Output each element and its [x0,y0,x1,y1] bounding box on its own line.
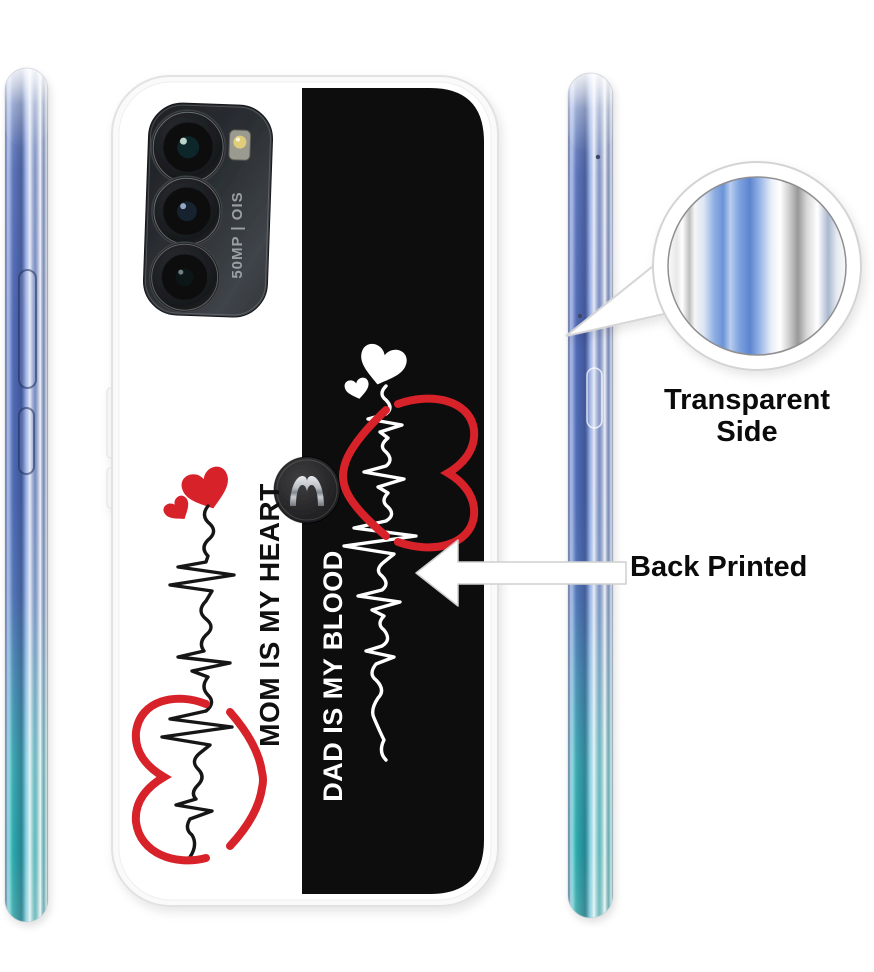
white-heart-big [361,343,407,385]
red-heart-small [163,495,189,519]
print-text-dad: DAD IS MY BLOOD [317,550,348,802]
heart-outline-red-left [131,694,267,865]
white-heart-small [344,377,369,399]
print-black-half [302,88,484,894]
transparent-side-line2: Side [716,416,778,449]
camera-module [143,102,273,318]
right-phone-edge [567,72,614,919]
side-pinhole [595,154,601,160]
print-text-mom: MOM IS MY HEART [254,483,285,747]
phone-case [106,75,499,907]
magnifier-glass [667,176,847,356]
magnifier-inset [565,161,862,371]
side-button-outline [586,367,603,429]
motorola-logo-icon [273,456,341,524]
heartbeat-line-black [160,504,236,859]
volume-button [18,269,37,389]
camera-flash [228,129,252,161]
transparent-side-line1: Transparent [664,384,830,416]
red-heart-big [181,466,228,509]
left-phone-edge [4,67,49,923]
camera-lens-3 [148,241,221,314]
back-printed-label: Back Printed [630,551,808,583]
camera-lens-2 [151,175,223,248]
case-print [127,88,484,894]
transparent-side-label: Transparent Side [637,384,857,449]
heartbeat-line-white [342,384,418,762]
back-printed-arrow [415,539,627,607]
side-pinhole [578,314,582,318]
power-button [18,407,35,475]
camera-spec-label: 50MP | OIS [228,191,246,279]
